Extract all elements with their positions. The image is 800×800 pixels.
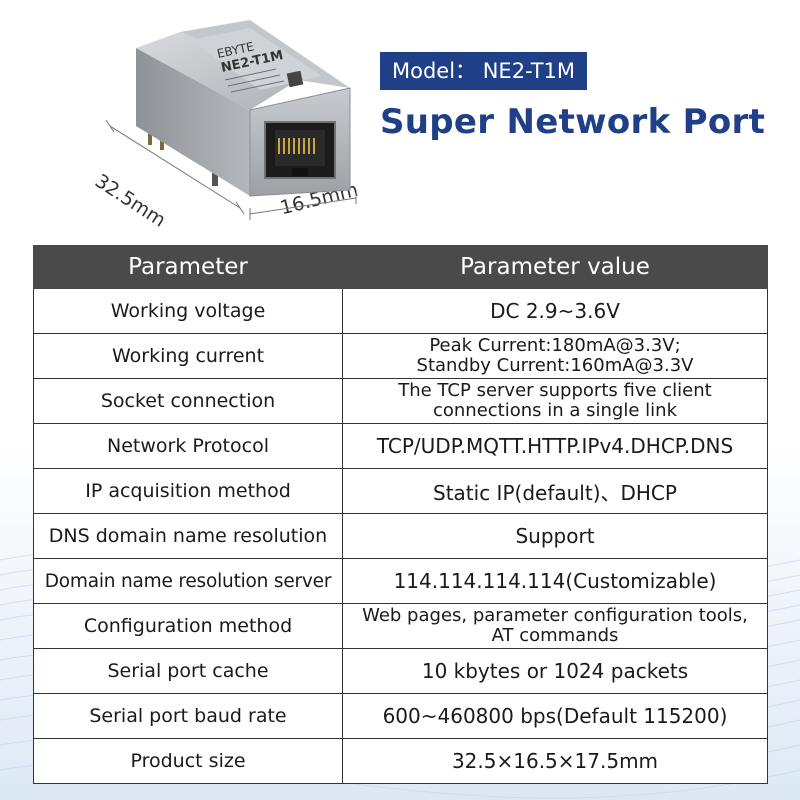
table-row: Serial port baud rate 600~460800 bps(Def…: [33, 693, 768, 739]
table-row: DNS domain name resolution Support: [33, 513, 768, 559]
row-parameter-name: Serial port baud rate: [33, 693, 343, 739]
table-row: Serial port cache 10 kbytes or 1024 pack…: [33, 648, 768, 694]
table-row: IP acquisition method Static IP(default)…: [33, 468, 768, 514]
row-parameter-name: Socket connection: [33, 378, 343, 424]
row-parameter-value: The TCP server supports five client conn…: [342, 378, 768, 424]
page-title: Super Network Port: [380, 102, 766, 142]
table-row: Network Protocol TCP/UDP.MQTT.HTTP.IPv4.…: [33, 423, 768, 469]
row-parameter-name: Product size: [33, 738, 343, 784]
table-row: Configuration method Web pages, paramete…: [33, 603, 768, 649]
row-parameter-value: Web pages, parameter configuration tools…: [342, 603, 768, 649]
row-parameter-name: Domain name resolution server: [33, 558, 343, 604]
row-parameter-value: 10 kbytes or 1024 packets: [342, 648, 768, 694]
table-row: Socket connection The TCP server support…: [33, 378, 768, 424]
value-line: Peak Current:180mA@3.3V;: [429, 335, 681, 356]
table-row: Domain name resolution server 114.114.11…: [33, 558, 768, 604]
row-parameter-value: 114.114.114.114(Customizable): [342, 558, 768, 604]
product-image: EBYTE NE2-T1M: [100, 18, 380, 238]
model-badge: Model： NE2-T1M: [380, 52, 588, 90]
row-parameter-name: Network Protocol: [33, 423, 343, 469]
value-line: connections in a single link: [432, 400, 677, 421]
row-parameter-value: Peak Current:180mA@3.3V; Standby Current…: [342, 333, 768, 379]
parameter-table: Parameter Parameter value Working voltag…: [33, 245, 768, 784]
row-parameter-name: Serial port cache: [33, 648, 343, 694]
row-parameter-name: IP acquisition method: [33, 468, 343, 514]
value-line: AT commands: [491, 625, 619, 646]
table-row: Product size 32.5×16.5×17.5mm: [33, 738, 768, 784]
table-row: Working voltage DC 2.9~3.6V: [33, 288, 768, 334]
row-parameter-value: Support: [342, 513, 768, 559]
value-line: The TCP server supports five client: [398, 380, 712, 401]
column-header-value: Parameter value: [342, 245, 768, 289]
row-parameter-name: Configuration method: [33, 603, 343, 649]
row-parameter-name: DNS domain name resolution: [33, 513, 343, 559]
row-parameter-value: DC 2.9~3.6V: [342, 288, 768, 334]
column-header-parameter: Parameter: [33, 245, 343, 289]
table-row: Working current Peak Current:180mA@3.3V;…: [33, 333, 768, 379]
row-parameter-name: Working voltage: [33, 288, 343, 334]
table-header-row: Parameter Parameter value: [33, 245, 768, 289]
row-parameter-value: 32.5×16.5×17.5mm: [342, 738, 768, 784]
row-parameter-value: 600~460800 bps(Default 115200): [342, 693, 768, 739]
row-parameter-value: TCP/UDP.MQTT.HTTP.IPv4.DHCP.DNS: [342, 423, 768, 469]
row-parameter-value: Static IP(default)、DHCP: [342, 468, 768, 514]
value-line: Standby Current:160mA@3.3V: [416, 355, 694, 376]
rj45-module-drawing: EBYTE NE2-T1M: [105, 20, 357, 220]
row-parameter-name: Working current: [33, 333, 343, 379]
value-line: Web pages, parameter configuration tools…: [362, 605, 748, 626]
